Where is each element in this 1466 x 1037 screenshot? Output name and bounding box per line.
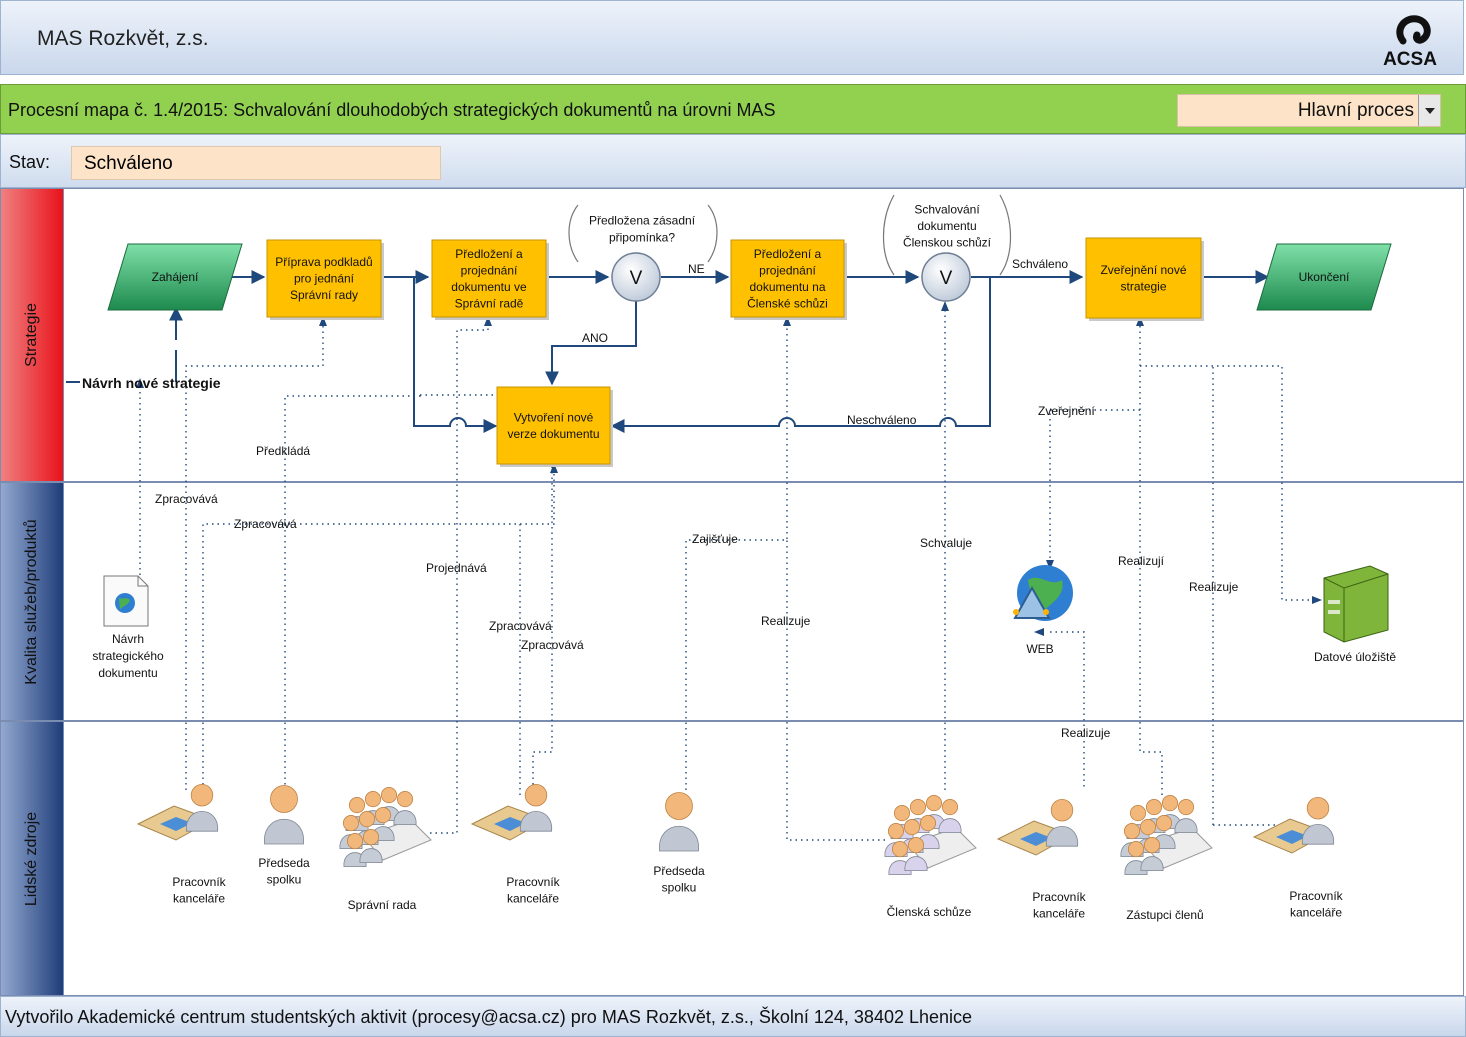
footer-text: Vytvořilo Akademické centrum studentskýc… [5, 1007, 973, 1027]
process-type-select[interactable]: Hlavní proces [1177, 94, 1441, 127]
lane-label-strategy: Strategie [23, 302, 40, 368]
process-title-bar: Procesní mapa č. 1.4/2015: Schvalování d… [0, 84, 1466, 134]
swimlanes: Strategie Kvalita služeb/produktů Lidské… [0, 188, 1466, 996]
lane-header-strategy: Strategie [0, 188, 64, 482]
state-field[interactable]: Schváleno [71, 146, 441, 180]
lane-strategy [64, 188, 1464, 482]
lane-label-quality: Kvalita služeb/produktů [23, 518, 40, 685]
lane-people [64, 721, 1464, 996]
acsa-logo-icon: ACSA [1383, 15, 1437, 70]
process-title: Procesní mapa č. 1.4/2015: Schvalování d… [8, 100, 776, 120]
organization-title: MAS Rozkvět, z.s. [37, 27, 209, 50]
lane-label-people: Lidské zdroje [23, 811, 40, 906]
header-bar: MAS Rozkvět, z.s. ACSA [0, 0, 1464, 75]
lane-header-quality: Kvalita služeb/produktů [0, 482, 64, 721]
chevron-down-icon[interactable] [1418, 95, 1440, 126]
state-label: Stav: [9, 152, 51, 172]
lane-header-people: Lidské zdroje [0, 721, 64, 996]
footer-bar: Vytvořilo Akademické centrum studentskýc… [0, 996, 1466, 1037]
process-type-value: Hlavní proces [1297, 100, 1414, 121]
logo-text: ACSA [1383, 49, 1437, 70]
lane-quality [64, 482, 1464, 721]
state-bar: Stav: Schváleno [0, 134, 1466, 188]
